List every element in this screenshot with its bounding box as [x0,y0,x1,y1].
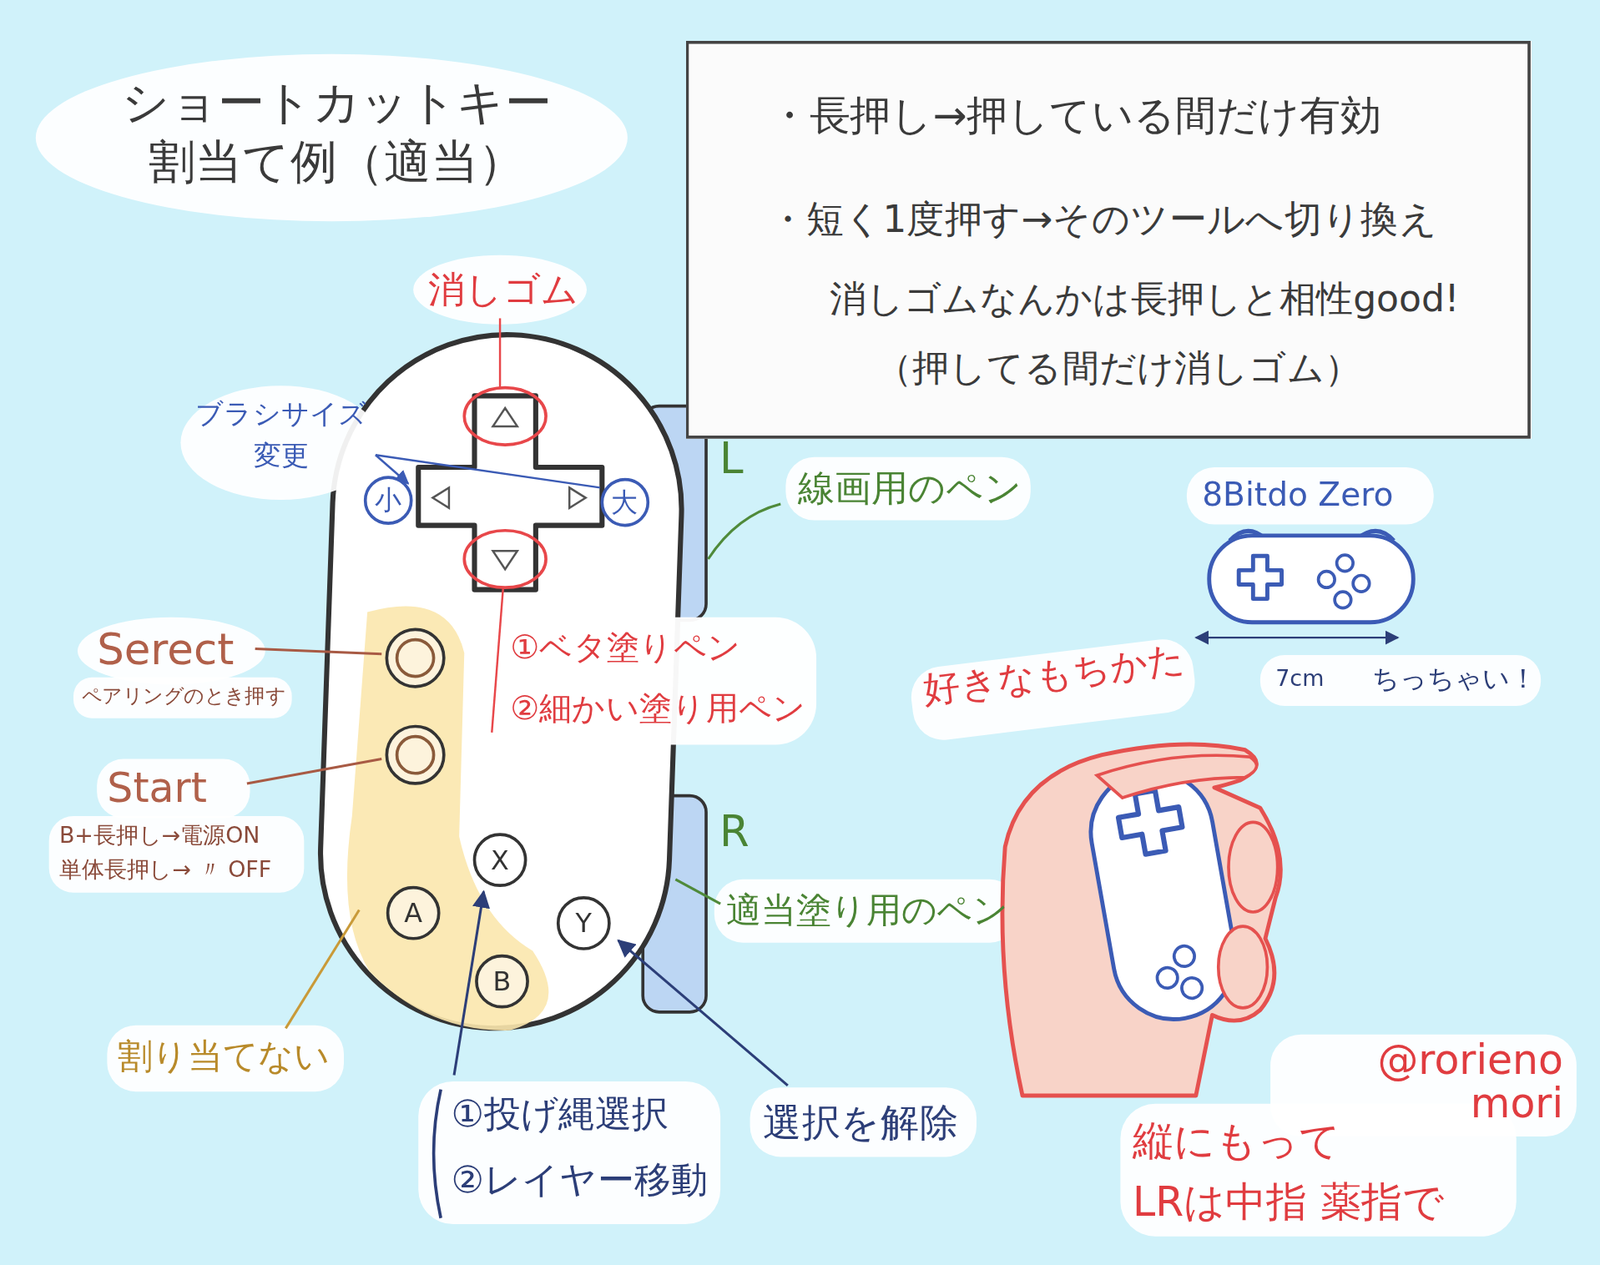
face-button: X [472,832,528,889]
button-letter: Y [575,907,592,939]
note-text: （押してる間だけ消しゴム） [875,345,1362,390]
face-button: B [474,953,530,1010]
callout-text: 線画用のペン [797,466,1022,511]
note-text: B+長押し→電源ON [59,822,261,849]
callout-text: ②細かい塗り用ペン [509,688,806,728]
callout-text: ブラシサイズ 変更 [191,393,371,477]
callout-text: ①投げ縄選択 [450,1091,669,1136]
note-text: ・長押し→押している間だけ有効 [768,90,1382,141]
face-button: Y [555,895,611,951]
note-box: ・長押し→押している間だけ有効・短く1度押す→そのツールへ切り換え消しゴムなんか… [686,40,1531,440]
button-letter: B [493,965,512,998]
button-name: L [719,434,744,486]
callout-text: 適当塗り用のペン [726,889,1008,932]
note-text: 単体長押し→ 〃 OFF [59,857,272,884]
button-name: Start [106,762,207,813]
dimension: 7cm [1275,665,1324,692]
callout-text: 消しゴム [428,267,579,312]
note-text: 縦にもって LRは中指 薬指で [1132,1110,1500,1233]
button-letter: A [403,897,423,929]
button-name: Serect [96,624,234,677]
product-name: 8Bitdo Zero [1201,475,1394,515]
note-text: 消しゴムなんかは長押しと相性good! [829,276,1460,321]
callout-text: 選択を解除 [762,1100,959,1147]
callout-text: 割り当てない [117,1035,330,1078]
button-letter: X [490,844,510,877]
title: ショートカットキー 割当て例（適当） [106,73,566,192]
button-name: R [719,806,750,859]
button-letter: 小 [374,484,402,516]
signature: @rorieno mori [1287,1039,1564,1126]
note-text: ・短く1度押す→そのツールへ切り換え [768,196,1438,243]
size-circle: 大 [599,477,650,528]
face-button: A [385,885,441,941]
callout-text: ①ベタ塗りペン [509,627,741,667]
note-text: ちっちゃい！ [1372,663,1537,696]
button-letter: 大 [610,486,638,519]
size-circle: 小 [363,474,414,525]
note-text: ペアリングのとき押す [81,683,287,708]
callout-text: ②レイヤー移動 [450,1158,707,1203]
